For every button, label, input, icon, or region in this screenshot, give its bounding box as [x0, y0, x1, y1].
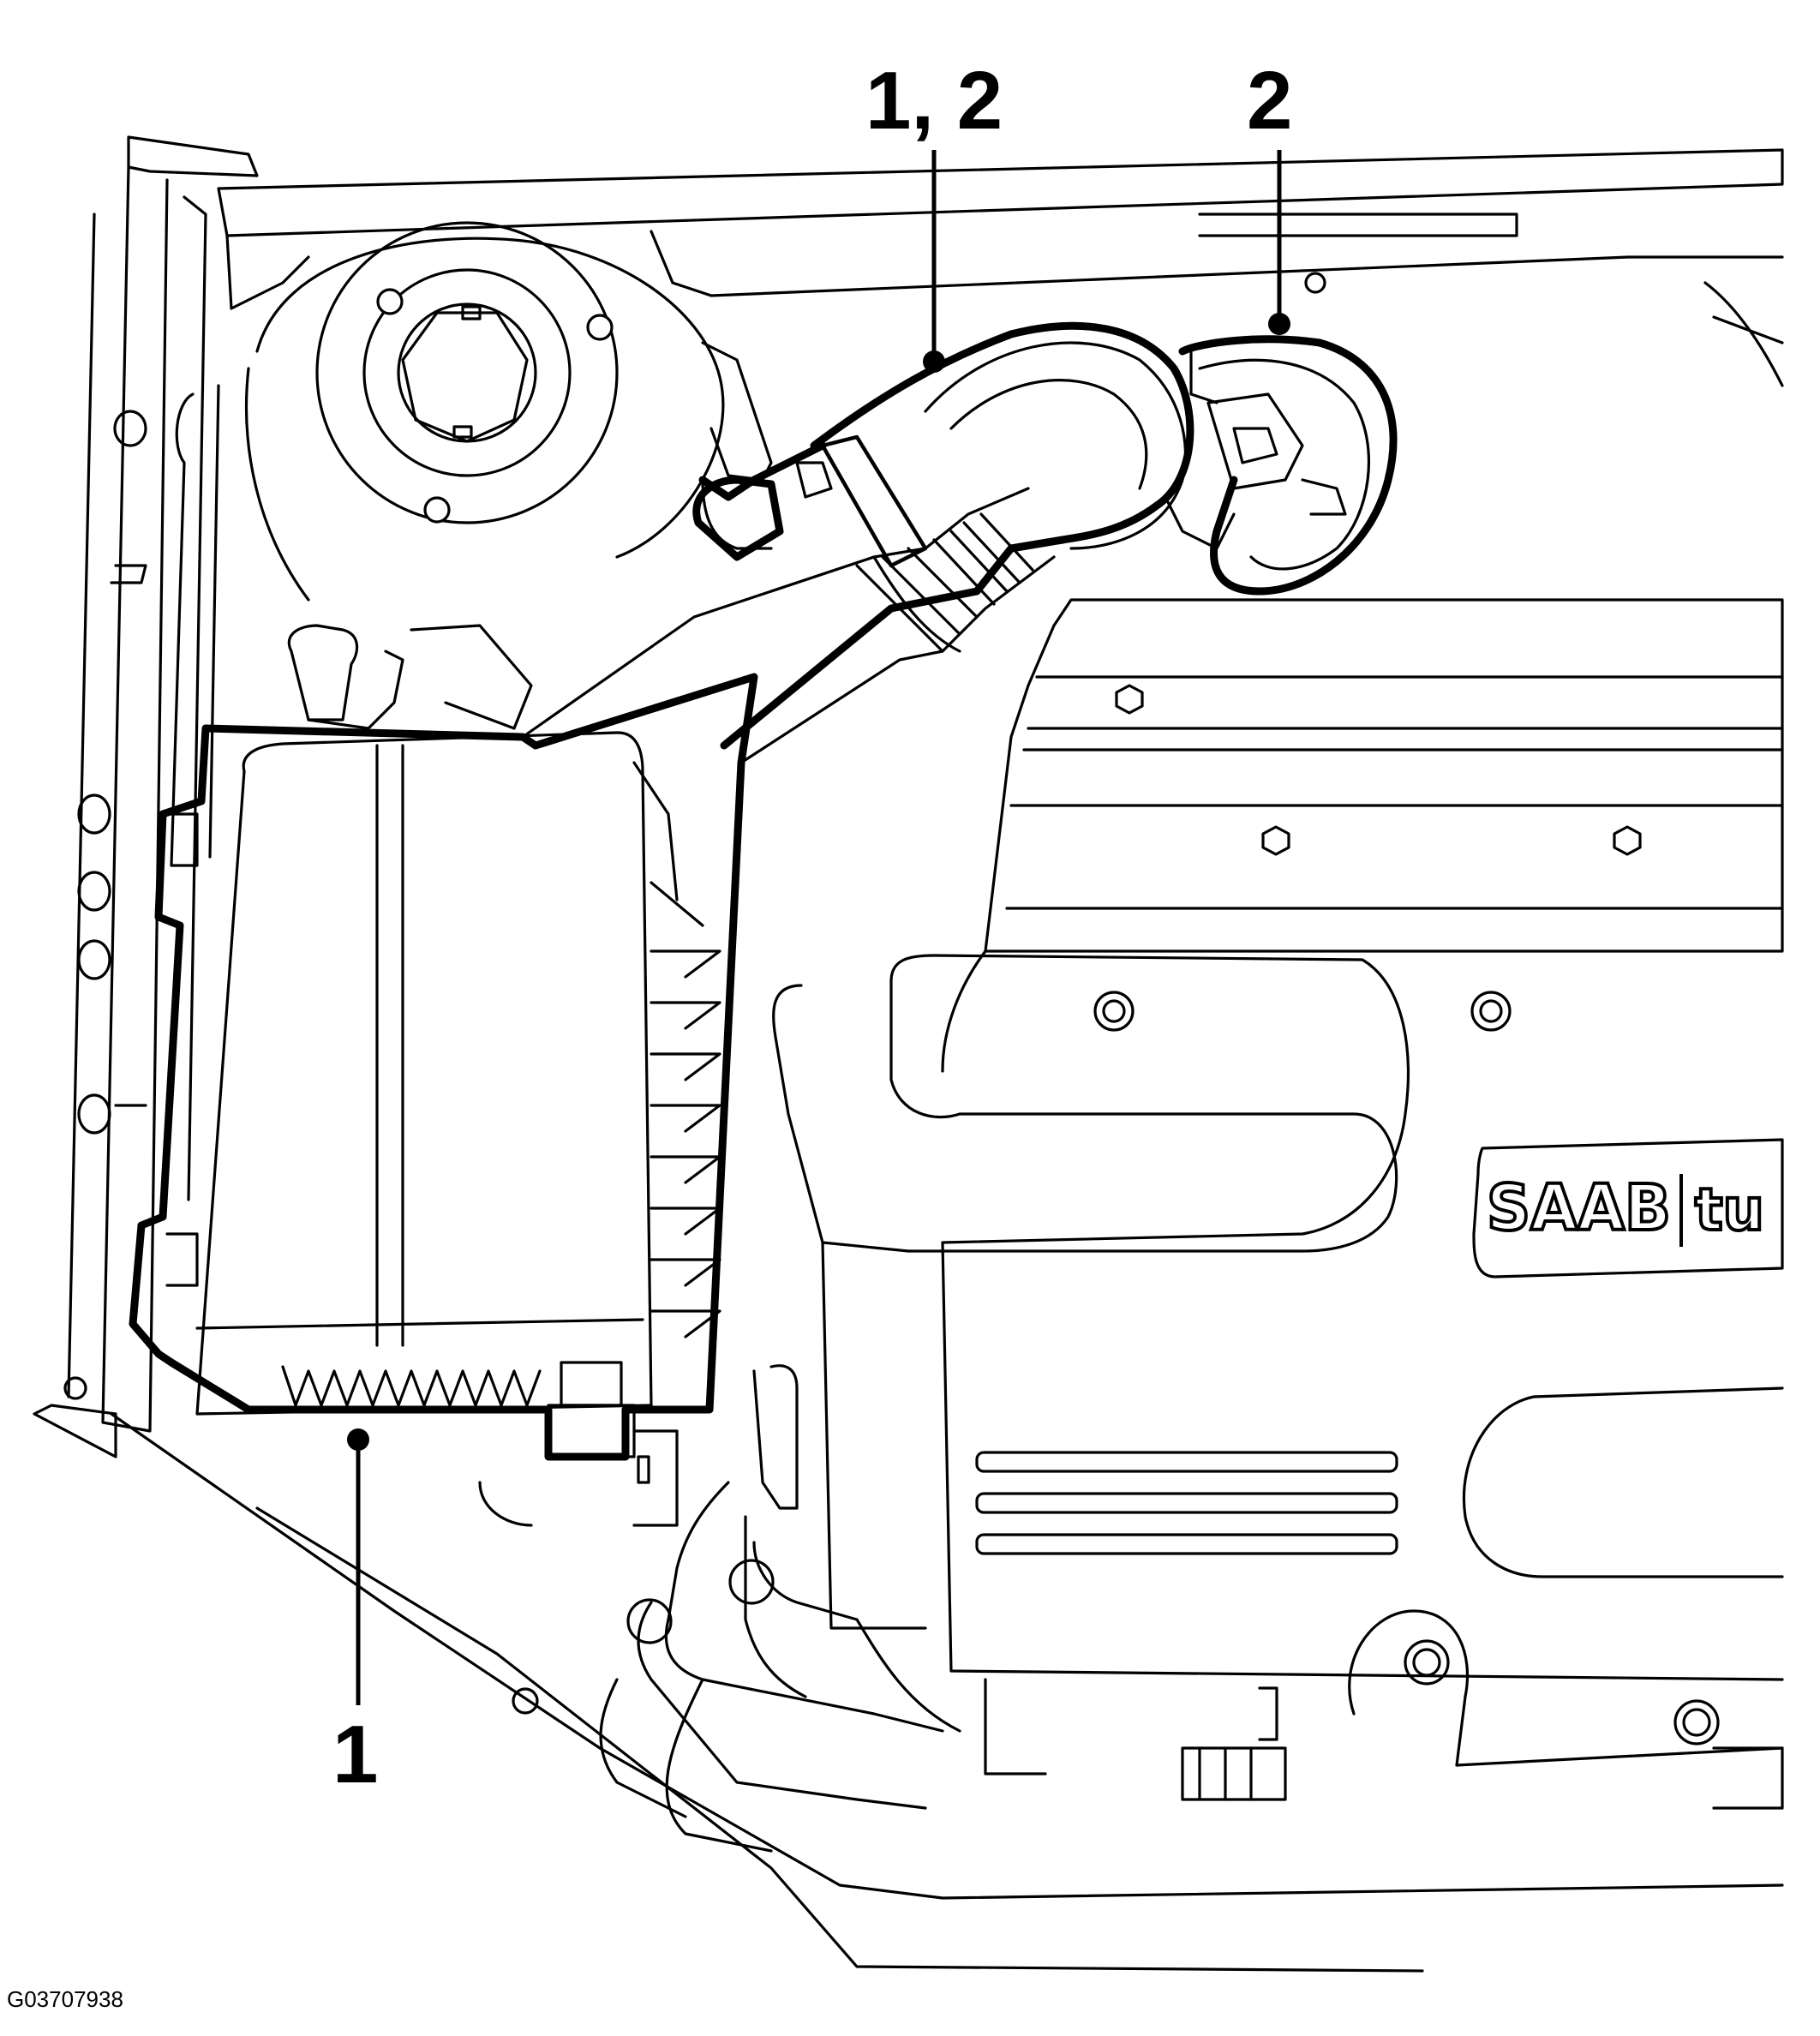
left-fender-rail [33, 135, 259, 1458]
intake-duct [521, 321, 1194, 764]
mass-airflow-sensor-connector [1164, 335, 1398, 596]
leader-lines [347, 150, 1290, 1705]
callout-label-2: 2 [1247, 55, 1293, 147]
engine-cover [772, 598, 1784, 1681]
lower-hoses [599, 1364, 1784, 1853]
air-filter-housing [129, 673, 758, 1527]
strut-tower [244, 221, 725, 602]
coolant-reservoir [287, 341, 773, 730]
callout-label-1-2: 1, 2 [865, 55, 1003, 147]
cowl-panel [217, 148, 1784, 387]
callout-label-1: 1 [332, 1709, 379, 1800]
badge-suffix-text: tu [1695, 1177, 1764, 1244]
front-frame [110, 1412, 1784, 1973]
saab-badge-text: SAAB [1487, 1171, 1671, 1245]
figure-code: G03707938 [7, 1986, 123, 2012]
